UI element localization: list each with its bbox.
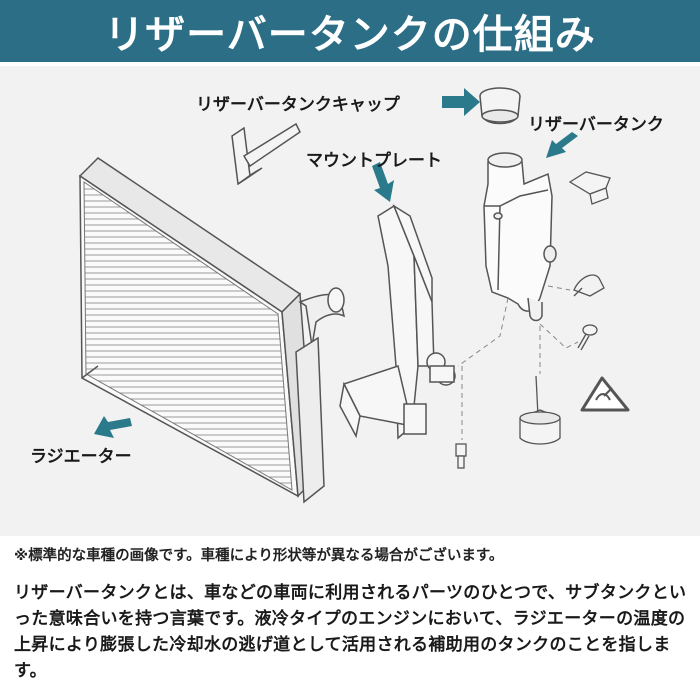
reservoir-cap-illustration xyxy=(479,87,521,125)
label-reservoir-tank: リザーバータンク xyxy=(528,115,664,135)
parts-illustration xyxy=(78,87,630,504)
level-sensor-illustration xyxy=(519,375,561,445)
bolt-illustration xyxy=(455,443,467,469)
mount-plate-illustration xyxy=(339,204,456,440)
header-banner: リザーバータンクの仕組み xyxy=(0,0,700,62)
disclaimer-note: ※標準的な車種の画像です。車種により形状等が異なる場合がございます。 xyxy=(14,548,504,564)
parts-diagram: リザーバータンクキャップ リザーバータンク マウントプレート ラジエーター xyxy=(0,66,700,536)
radiator-illustration xyxy=(78,157,346,504)
reservoir-tank-illustration xyxy=(483,152,557,322)
clip-illustration xyxy=(568,171,611,205)
warning-triangle-illustration xyxy=(580,376,630,412)
screw-illustration xyxy=(577,324,598,351)
bracket-illustration xyxy=(231,122,301,186)
label-radiator: ラジエーター xyxy=(30,447,132,467)
description-text: リザーバータンクとは、車などの車両に利用されるパーツのひとつで、サブタンクといっ… xyxy=(14,583,687,681)
callout-arrows xyxy=(94,88,578,438)
cap-arrow xyxy=(442,88,480,116)
page-title: リザーバータンクの仕組み xyxy=(104,12,596,58)
mount-plate-arrow xyxy=(372,162,394,202)
radiator-arrow xyxy=(94,416,132,438)
leader-lines xyxy=(457,285,579,440)
label-reservoir-cap: リザーバータンクキャップ xyxy=(196,95,400,115)
tank-arrow xyxy=(546,132,578,158)
label-mount-plate: マウントプレート xyxy=(306,151,442,171)
hose-clamp-illustration xyxy=(573,274,605,297)
